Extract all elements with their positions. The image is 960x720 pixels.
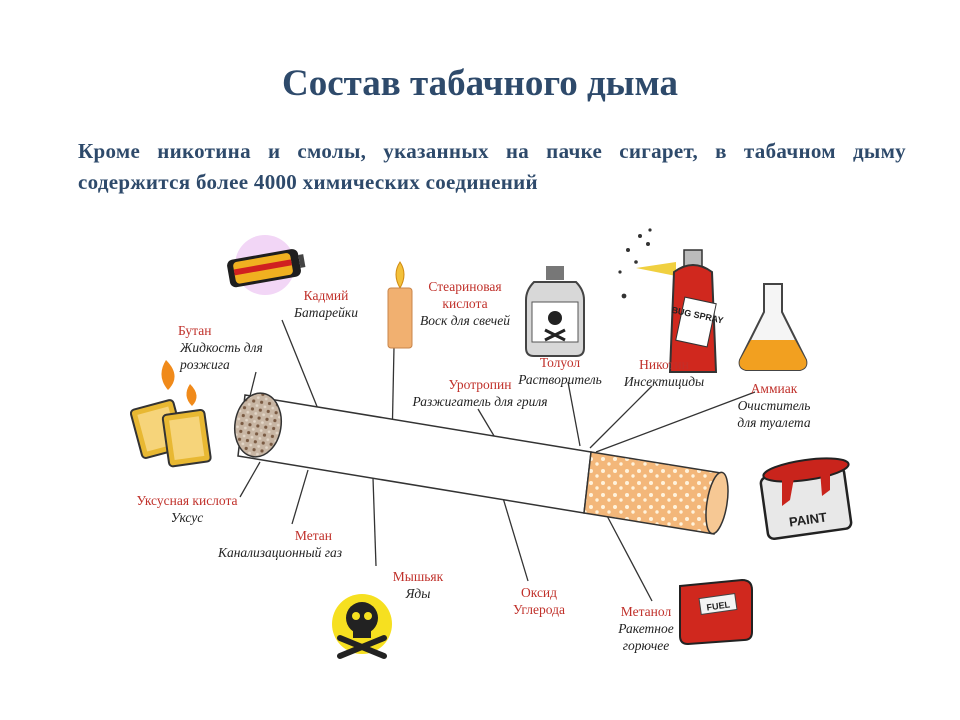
cigarette — [233, 392, 729, 535]
label-methanol: Метанол Ракетное горючее — [618, 604, 674, 653]
label-acetic-acid: Уксусная кислота Уксус — [136, 493, 238, 525]
page-subtitle: Кроме никотина и смолы, указанных на пач… — [78, 139, 906, 194]
skull-icon — [332, 594, 392, 659]
spray-can-icon: BUG SPRAY — [618, 228, 724, 373]
page-title: Состав табачного дыма — [281, 63, 678, 104]
svg-text:PAINT: PAINT — [788, 509, 828, 529]
poison-bottle-icon — [525, 266, 585, 357]
label-methane: Метан Канализационный газ — [217, 528, 342, 560]
battery-icon — [227, 235, 306, 295]
label-butane: Бутан Жидкость для розжига — [178, 323, 263, 372]
label-ammonia: Аммиак Очиститель для туалета — [737, 381, 811, 430]
label-toluene: Толуол Растворитель — [518, 355, 602, 387]
svg-text:FUEL: FUEL — [706, 599, 731, 612]
lighters-icon — [129, 360, 212, 468]
candle-icon — [387, 261, 413, 349]
label-nicotine: Никотин Инсектициды — [623, 357, 705, 389]
label-cadmium: Кадмий Батарейки — [294, 288, 358, 320]
label-stearic-acid: Стеариновая кислота Воск для свечей — [420, 279, 510, 328]
label-urotropin: Уротропин Разжигатель для гриля — [412, 377, 548, 409]
label-carbon-monoxide: Оксид Углерода — [513, 585, 565, 617]
flask-icon — [738, 283, 808, 371]
label-arsenic: Мышьяк Яды — [392, 569, 444, 601]
paint-can-icon: PAINT — [759, 457, 853, 541]
fuel-can-icon: FUEL — [679, 578, 753, 646]
